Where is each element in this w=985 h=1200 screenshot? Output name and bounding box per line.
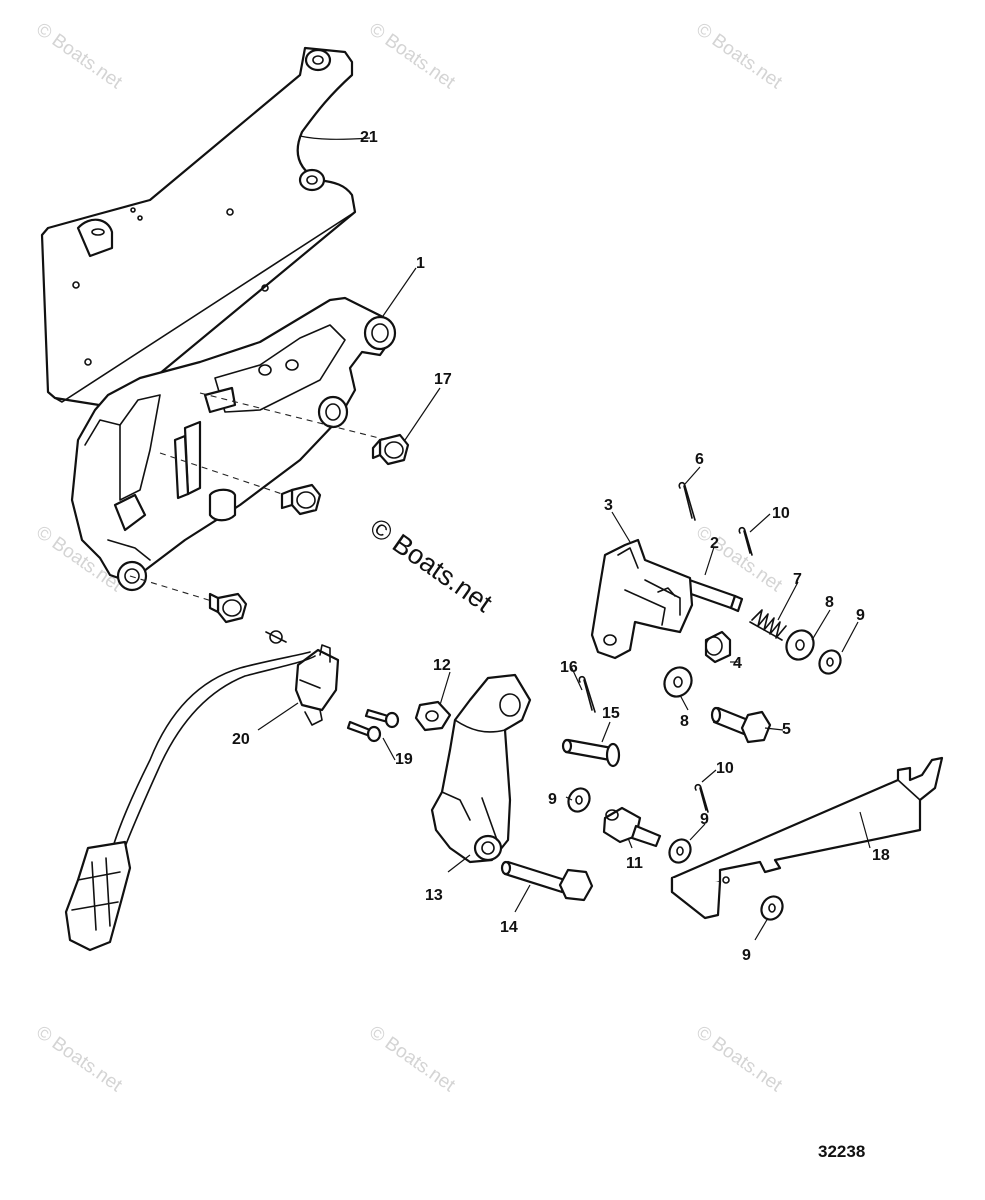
part-17-flange-bolt xyxy=(208,592,248,624)
part-21-bracket xyxy=(40,46,357,410)
callout-9: 9 xyxy=(742,947,751,964)
callout-19: 19 xyxy=(395,751,413,768)
part-20-wire-harness xyxy=(64,630,340,952)
watermark: © Boats.net xyxy=(32,19,126,94)
watermark: © Boats.net xyxy=(32,1022,126,1097)
part-9-washer xyxy=(668,838,692,864)
watermark: © Boats.net xyxy=(365,19,459,94)
diagram-reference-number: 32238 xyxy=(818,1142,865,1161)
part-19-screw xyxy=(364,708,400,729)
part-9-washer xyxy=(567,787,591,813)
part-8-washer xyxy=(785,629,815,661)
callout-8: 8 xyxy=(825,594,834,611)
callout-2: 2 xyxy=(710,535,719,552)
part-9-washer xyxy=(760,895,784,921)
part-5-hex-bolt xyxy=(710,706,772,744)
part-13-shift-link xyxy=(430,673,532,864)
callout-11: 11 xyxy=(626,855,643,872)
callout-13: 13 xyxy=(425,887,443,904)
watermark: © Boats.net xyxy=(692,1022,786,1097)
part-14-shoulder-bolt xyxy=(500,860,594,902)
part-9-washer xyxy=(818,649,842,675)
callout-9: 9 xyxy=(700,811,709,828)
callout-7: 7 xyxy=(793,571,802,588)
callout-16: 16 xyxy=(560,659,578,676)
callout-labels: 21 1 17 6 3 10 2 7 8 9 4 16 12 15 8 5 20… xyxy=(232,129,890,964)
callout-14: 14 xyxy=(500,919,518,936)
part-6-cotter-pin xyxy=(678,481,696,521)
callout-10: 10 xyxy=(772,505,790,522)
callout-6: 6 xyxy=(695,451,704,468)
callout-5: 5 xyxy=(782,721,791,738)
part-1-control-bracket xyxy=(70,296,397,592)
part-15-clevis-pin xyxy=(561,738,621,768)
part-10-cotter-pin xyxy=(694,783,709,813)
part-16-cotter-pin xyxy=(578,675,596,713)
center-watermark: © Boats.net xyxy=(365,512,499,618)
callout-3: 3 xyxy=(604,497,613,514)
part-17-flange-bolt xyxy=(280,483,322,516)
part-17-flange-bolt xyxy=(371,433,410,466)
part-8-washer xyxy=(663,666,693,698)
callout-10: 10 xyxy=(716,760,734,777)
callout-12: 12 xyxy=(433,657,451,674)
callout-18: 18 xyxy=(872,847,890,864)
part-12-nut-plate xyxy=(414,700,452,732)
leader-lines xyxy=(257,135,871,941)
callout-1: 1 xyxy=(416,255,425,272)
part-3-detent-housing xyxy=(590,538,694,660)
part-18-shift-rod xyxy=(670,756,944,920)
callout-21: 21 xyxy=(360,129,378,146)
part-19-screw xyxy=(346,720,382,743)
watermark: © Boats.net xyxy=(365,1022,459,1097)
callout-20: 20 xyxy=(232,731,250,748)
part-4-bushing xyxy=(704,630,732,664)
callout-17: 17 xyxy=(434,371,452,388)
part-10-cotter-pin xyxy=(738,526,753,556)
callout-15: 15 xyxy=(602,705,620,722)
watermark: © Boats.net xyxy=(692,19,786,94)
callout-8: 8 xyxy=(680,713,689,730)
part-7-spring xyxy=(749,609,787,641)
callout-9: 9 xyxy=(856,607,865,624)
callout-4: 4 xyxy=(733,655,742,672)
callout-9: 9 xyxy=(548,791,557,808)
part-11-stud xyxy=(602,806,662,848)
